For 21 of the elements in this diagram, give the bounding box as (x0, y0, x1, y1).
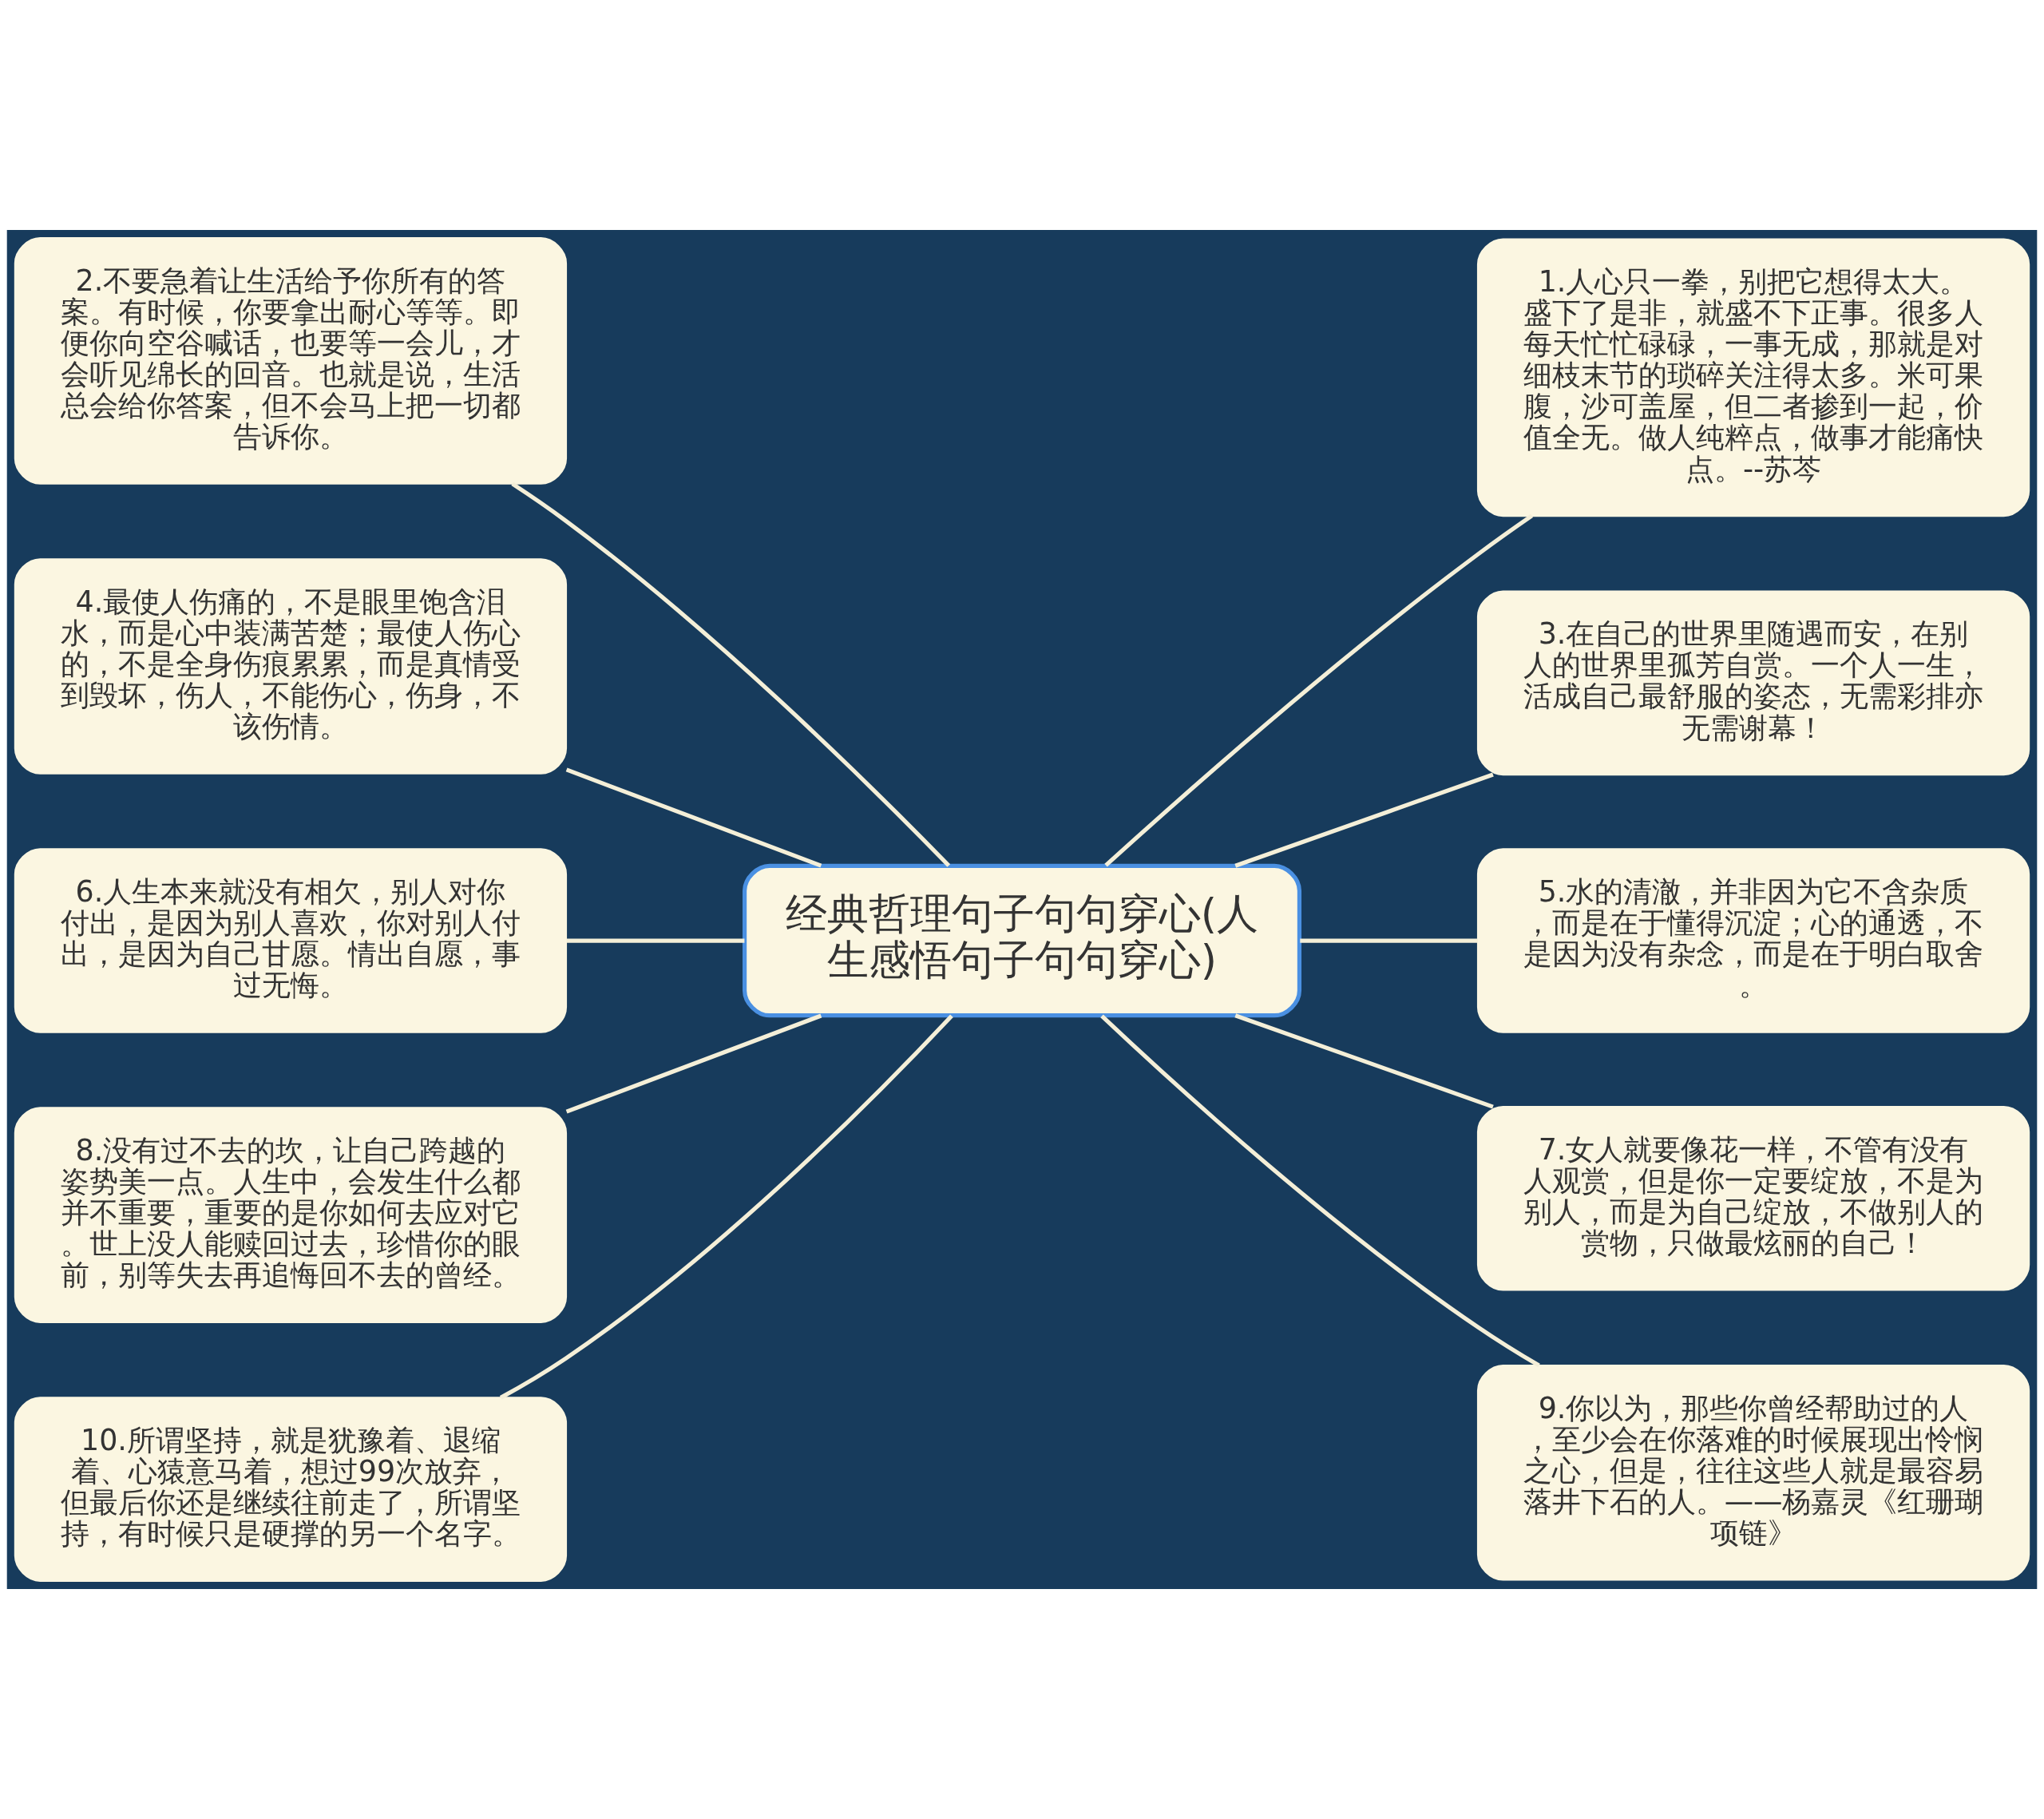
connector (511, 482, 951, 867)
node-box: 5.水的清澈，并非因为它不含杂质，而是在于懂得沉淀；心的通透，不是因为没有杂念，而是在于明白取舍。 (1476, 848, 2030, 1033)
node-box: 3.在自己的世界里随遇而安，在别人的世界里孤芳自赏。一个人一生，活成自己最舒服的姿态，无需彩排亦无需谢幕！ (1476, 590, 2030, 776)
connector (1100, 1014, 1540, 1368)
node-box: 9.你以为，那些你曾经帮助过的人，至少会在你落难的时候展现出怜悯之心，但是，往往这些人就是最容易落井下石的人。——杨嘉灵《红珊瑚项链》 (1476, 1364, 2030, 1581)
node-box: 1.人心只一拳，别把它想得太大。盛下了是非，就盛不下正事。很多人每天忙忙碌碌，一事无成，那就是对细枝末节的琐碎关注得太多。米可果腹，沙可盖屋，但二者掺到一起，价值全无。做人纯粹点，做事才能痛快点。--苏芩 (1476, 238, 2030, 517)
node-box: 8.没有过不去的坎，让自己跨越的姿势美一点。人生中，会发生什么都并不重要，重要的是你如何去应对它。世上没人能赎回过去，珍惜你的眼前，别等失去再追悔回不去的曾经。 (14, 1107, 568, 1323)
node-box: 2.不要急着让生活给予你所有的答案。有时候，你要拿出耐心等等。即便你向空谷喊话，也要等一会儿，才会听见绵长的回音。也就是说，生活总会给你答案，但不会马上把一切都告诉你。 (14, 237, 568, 485)
connector (565, 1013, 822, 1114)
node-box: 4.最使人伤痛的，不是眼里饱含泪水，而是心中装满苦楚；最使人伤心的，不是全身伤痕累累，而是真情受到毁坏，伤人，不能伤心，伤身，不该伤情。 (14, 558, 568, 775)
connector (1234, 772, 1494, 868)
connector (1234, 1013, 1494, 1109)
node-box: 6.人生本来就没有相欠，别人对你付出，是因为别人喜欢，你对别人付出，是因为自己甘愿。情出自愿，事过无悔。 (14, 848, 568, 1033)
connector (1104, 513, 1533, 867)
connector (1300, 938, 1479, 943)
connector (565, 767, 822, 868)
connector (499, 1014, 953, 1400)
node-box: 10.所谓坚持，就是犹豫着、退缩着、心猿意马着，想过99次放弃，但最后你还是继续往前走了，所谓坚持，有时候只是硬撑的另一个名字。 (14, 1397, 568, 1582)
node-box: 7.女人就要像花一样，不管有没有人观赏，但是你一定要绽放，不是为别人，而是为自己绽放，不做别人的赏物，只做最炫丽的自己！ (1476, 1105, 2030, 1291)
node-box: 经典哲理句子句句穿心(人生感悟句子句句穿心) (742, 863, 1302, 1018)
connector (566, 938, 745, 943)
